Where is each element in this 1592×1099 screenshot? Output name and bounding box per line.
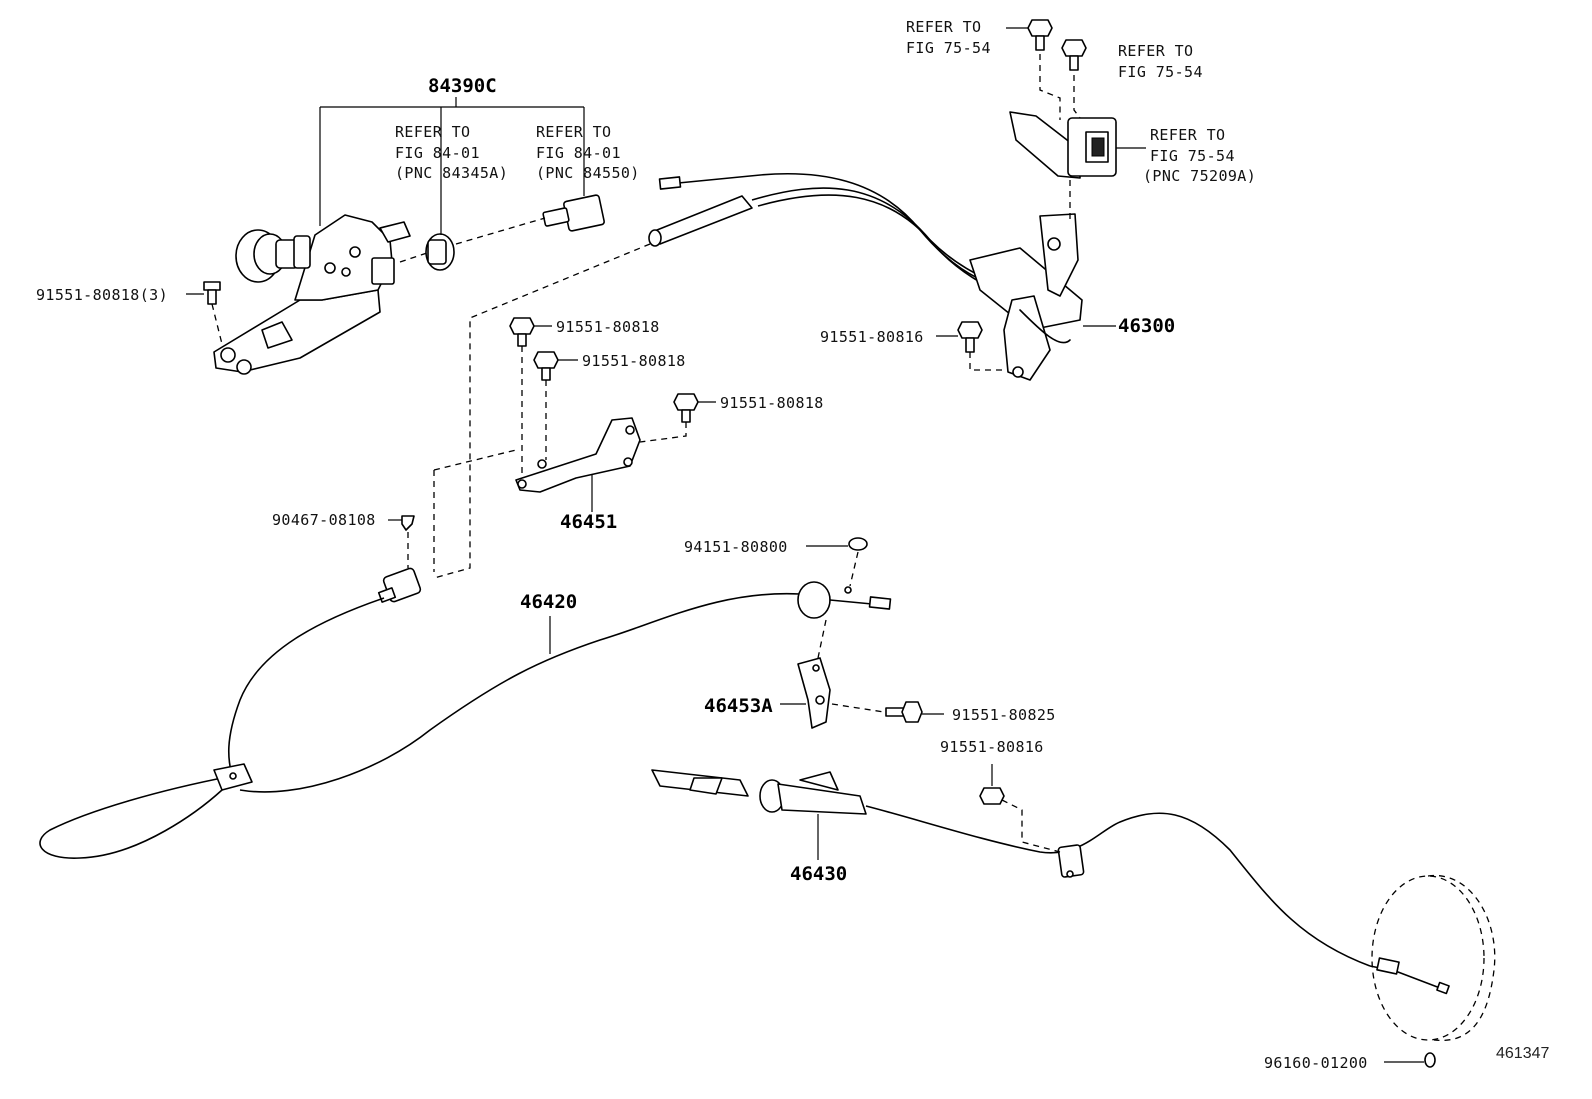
label-46420: 46420 <box>520 591 577 613</box>
label-bolt-91551-80818-b: 91551-80818 <box>582 352 686 370</box>
refer-75209A-line2: FIG 75-54 <box>1150 147 1235 165</box>
bolt-91551-80818-a <box>509 317 552 476</box>
label-bolt-91551-80818-c: 91551-80818 <box>720 394 824 412</box>
label-bolt-91551-80816-a: 91551-80816 <box>820 328 924 346</box>
release-lever-46300 <box>969 213 1116 381</box>
refer-84345A-line2: FIG 84-01 <box>395 144 480 162</box>
assembly-84390C-leader <box>319 97 585 226</box>
refer-84345A-line3: (PNC 84345A) <box>395 164 508 182</box>
label-ring-96160-01200: 96160-01200 <box>1264 1054 1368 1072</box>
label-bolt-91551-80816-b: 91551-80816 <box>940 738 1044 756</box>
bolt-refer-75-54-a <box>1006 19 1053 51</box>
bolt-91551-80816-lower <box>979 764 1061 853</box>
bolt-91551-80818-c <box>639 393 716 443</box>
label-46300: 46300 <box>1118 315 1175 337</box>
refer-75209A-line1: REFER TO <box>1150 126 1225 144</box>
bolt-91551-80818-x3 <box>186 281 223 345</box>
refer-84550-line3: (PNC 84550) <box>536 164 640 182</box>
nut-94151-80800 <box>806 537 868 587</box>
label-84390C: 84390C <box>428 75 497 97</box>
bolt-91551-80816-upper <box>936 321 1006 371</box>
refer-84550-line1: REFER TO <box>536 123 611 141</box>
refer-75-54-b-line2: FIG 75-54 <box>1118 63 1203 81</box>
label-46453A: 46453A <box>704 695 773 717</box>
refer-75-54-a-line2: FIG 75-54 <box>906 39 991 57</box>
refer-75209A-line3: (PNC 75209A) <box>1143 167 1256 185</box>
front-cable-46420 <box>39 567 801 859</box>
figure-number: 461347 <box>1496 1045 1549 1062</box>
switch-84550 <box>542 130 605 232</box>
label-46430: 46430 <box>790 863 847 885</box>
clip-90467-08108 <box>388 515 415 568</box>
refer-84345A-line1: REFER TO <box>395 123 470 141</box>
parking-brake-pedal-assembly <box>213 214 411 375</box>
equalizer-joint <box>797 581 892 619</box>
brake-drum-outline <box>1369 874 1496 1042</box>
switch-84345A <box>425 130 455 271</box>
ring-96160-01200 <box>1384 1052 1436 1068</box>
switch-bracket-75209A <box>1009 54 1146 222</box>
upper-cable-run <box>648 172 1011 299</box>
bracket-46453A <box>780 619 831 729</box>
bracket-46451 <box>515 417 641 512</box>
label-46451: 46451 <box>560 511 617 533</box>
bolt-refer-75-54-b <box>1061 39 1087 71</box>
bolt-91551-80825 <box>831 701 944 723</box>
label-bolt-91551-80818-x3: 91551-80818(3) <box>36 286 168 304</box>
label-clip-90467-08108: 90467-08108 <box>272 511 376 529</box>
label-bolt-91551-80825: 91551-80825 <box>952 706 1056 724</box>
rear-cable-46430 <box>651 769 1371 967</box>
label-nut-94151-80800: 94151-80800 <box>684 538 788 556</box>
bolt-91551-80818-b <box>533 351 578 460</box>
refer-84550-line2: FIG 84-01 <box>536 144 621 162</box>
refer-75-54-a-line1: REFER TO <box>906 18 981 36</box>
label-bolt-91551-80818-a: 91551-80818 <box>556 318 660 336</box>
refer-75-54-b-line1: REFER TO <box>1118 42 1193 60</box>
